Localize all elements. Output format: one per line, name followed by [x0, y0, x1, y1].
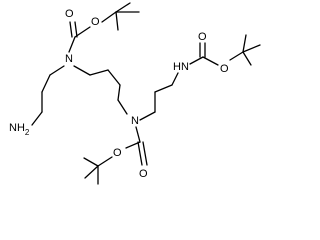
nitrogen-left-label: N [65, 53, 73, 65]
butyl-linker [73, 65, 128, 115]
oxygen-bottom-ester-label: O [113, 147, 122, 159]
boc-group-top-left [68, 2, 140, 53]
propyl-chain-right [139, 72, 179, 121]
oxygen-right-ester-label: O [220, 63, 229, 75]
amine-label: NH2 [9, 122, 30, 137]
molecule-structure: NH2 N N HN O O O O O O [9, 2, 261, 185]
boc-group-right [189, 34, 261, 66]
aminopropyl-chain [31, 65, 65, 126]
oxygen-top-ester-label: O [91, 16, 100, 28]
oxygen-right-carbonyl-label: O [198, 31, 207, 43]
hn-label: HN [173, 61, 189, 73]
oxygen-bottom-carbonyl-label: O [139, 168, 148, 180]
boc-group-bottom [83, 126, 148, 185]
oxygen-top-carbonyl-label: O [65, 8, 74, 20]
nitrogen-center-label: N [131, 115, 139, 127]
